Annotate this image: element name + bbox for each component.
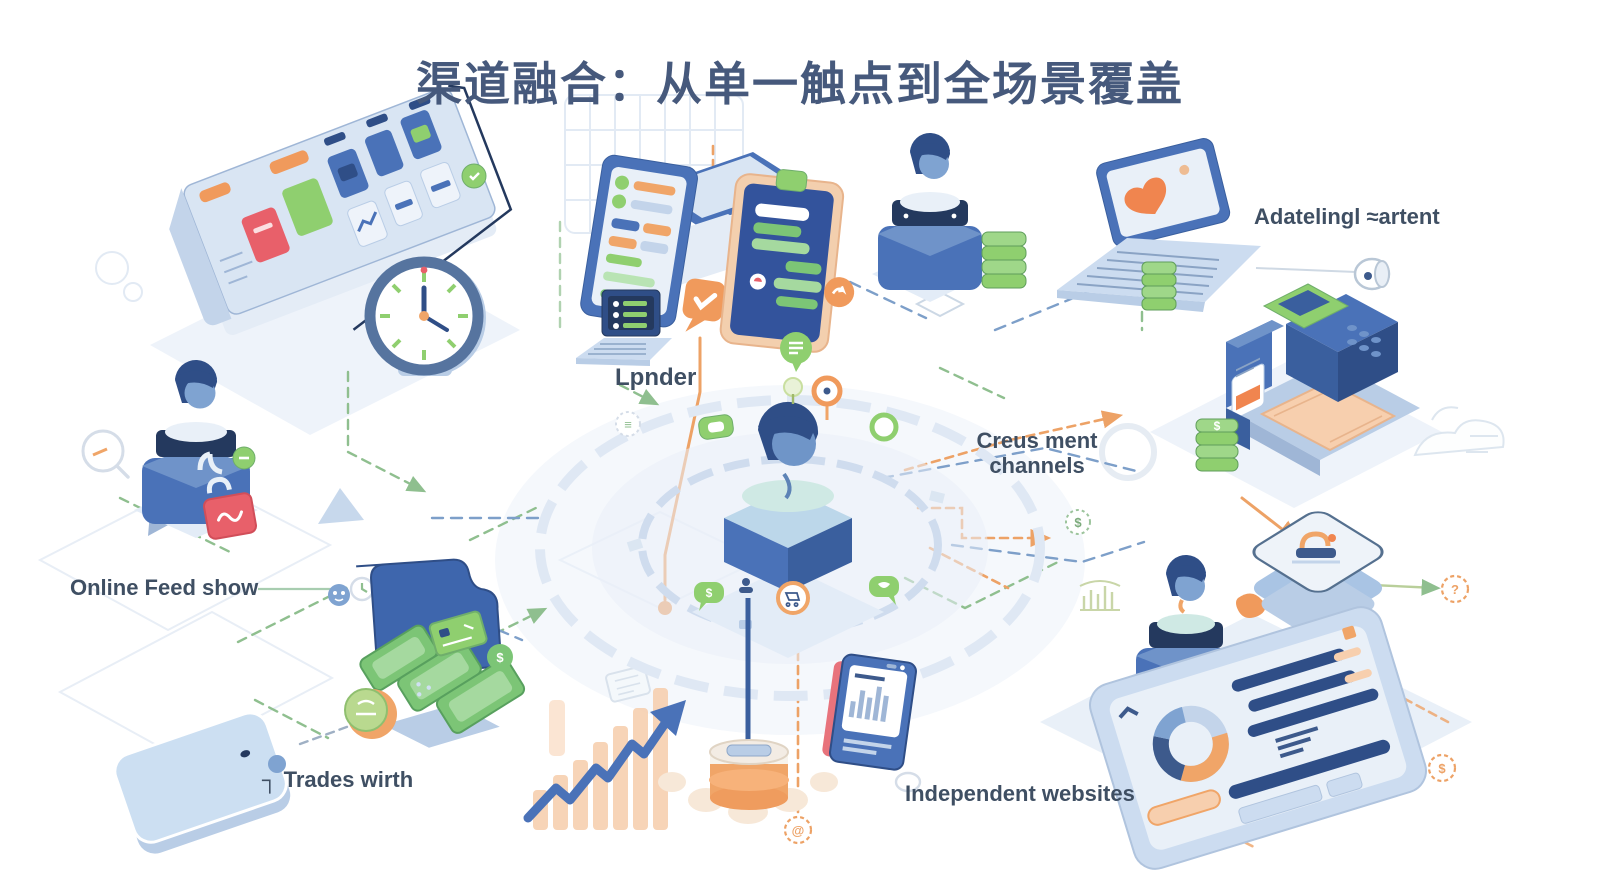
svg-text:≡: ≡ — [624, 417, 632, 432]
menu-bubble-green-icon — [780, 332, 812, 372]
label-marketing-content: Adatelingl ≈artent — [1254, 204, 1440, 229]
svg-text:?: ? — [1451, 582, 1459, 597]
badge-green-icon — [232, 446, 256, 470]
label-online-feed: Online Feed show — [70, 575, 259, 600]
coin-stack-green — [981, 231, 1027, 289]
price-tag-icon — [203, 476, 257, 540]
label-trades: ┐Trades wirth — [262, 767, 413, 793]
person-chip-icon — [739, 578, 753, 593]
check-bubble-icon — [682, 278, 726, 332]
green-chip-icon — [698, 414, 734, 440]
orange-pin-icon — [811, 375, 843, 420]
mini-laptop — [576, 289, 672, 366]
tablet-slab — [113, 711, 291, 854]
machine-icon — [1292, 531, 1340, 564]
store-chart-icon — [1079, 580, 1121, 611]
dollar-dot-green-icon: $ — [487, 644, 513, 670]
svg-text:$: $ — [1074, 515, 1082, 530]
page-title: 渠道融合：从单一触点到全场景覆盖 — [416, 58, 1184, 110]
label-independent-sites: Independent websites — [905, 781, 1135, 806]
chat-bubble-green2-icon — [869, 576, 899, 605]
browser-card — [822, 653, 917, 771]
question-circle-icon: ? — [1440, 574, 1470, 604]
svg-text:$: $ — [1214, 419, 1221, 433]
spade-icon — [783, 377, 803, 404]
svg-text:$: $ — [1438, 761, 1446, 776]
bracket-icon: ┐ — [262, 767, 278, 792]
oval-outline — [894, 771, 922, 793]
svg-text:$: $ — [496, 650, 504, 665]
pos-terminal — [1226, 283, 1420, 476]
label-printer-device: Lpnder — [615, 364, 697, 391]
svg-text:$: $ — [706, 586, 713, 600]
label-trades-text: Trades wirth — [283, 767, 414, 792]
menu-circle-icon: ≡ — [615, 411, 641, 437]
database-icon — [658, 598, 838, 824]
dollar-circle-icon: $ — [1427, 753, 1457, 783]
chat-tablet — [719, 169, 855, 353]
webcam-icon — [1353, 257, 1391, 291]
orange-drop-icon — [1236, 593, 1266, 618]
blue-dot — [268, 755, 286, 773]
dollar-coin-stack: $ — [1195, 418, 1239, 472]
growth-chart — [523, 688, 686, 830]
pet-dot-blue-icon — [328, 584, 350, 606]
kanban-board — [169, 84, 513, 335]
label-recruitment-channels: Creus ment channels — [976, 428, 1098, 479]
green-ring-icon — [869, 412, 899, 442]
cart-circle-icon — [776, 581, 810, 615]
dollar-circle-green-icon: $ — [1065, 509, 1091, 535]
clock — [364, 256, 486, 376]
coin-icon — [344, 688, 397, 739]
search-icon — [81, 429, 130, 479]
at-circle-icon: @ — [783, 815, 813, 845]
chat-bubble-green-icon: $ — [694, 582, 724, 611]
board-pin-icon — [461, 163, 487, 189]
credit-card-icon — [428, 610, 488, 657]
clock-chip-icon — [349, 576, 375, 602]
svg-text:@: @ — [792, 823, 805, 838]
coin-stack-green2 — [1141, 261, 1177, 311]
big-arrow-icon — [318, 488, 364, 524]
dashboard-tablet — [1089, 606, 1427, 870]
reply-circle-icon — [824, 277, 855, 308]
customer-avatar-top — [872, 132, 988, 302]
